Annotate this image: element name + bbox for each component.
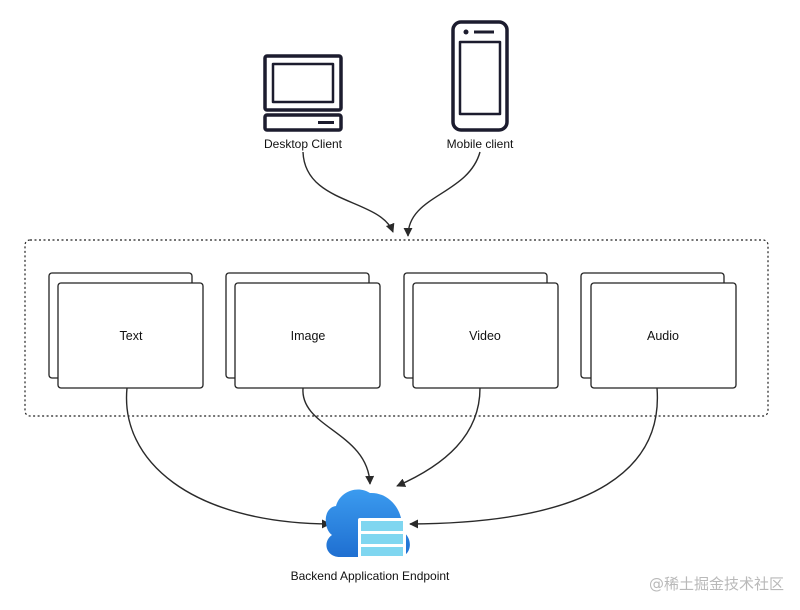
desktop-client-label: Desktop Client	[263, 137, 343, 151]
desktop-computer-icon	[263, 54, 343, 132]
card-stack-audio	[580, 272, 737, 389]
card-stack-video	[403, 272, 559, 389]
cloud-server-icon	[325, 489, 410, 559]
content-types-container	[24, 239, 769, 417]
connector-mobile-to-group	[403, 151, 481, 237]
card-stack-image	[225, 272, 381, 389]
connector-video-to-endpoint	[396, 387, 481, 487]
card-label-text: Text	[119, 329, 143, 343]
connector-text-to-endpoint	[125, 387, 331, 529]
mobile-client-label: Mobile client	[446, 137, 514, 151]
card-stack-text	[48, 272, 204, 389]
connector-audio-to-endpoint	[409, 387, 659, 529]
card-label-image: Image	[290, 329, 326, 343]
mobile-phone-icon	[451, 20, 509, 132]
card-label-audio: Audio	[647, 329, 679, 343]
connector-desktop-to-group	[302, 151, 395, 233]
watermark: @稀土掘金技术社区	[648, 575, 784, 593]
connector-image-to-endpoint	[302, 387, 375, 485]
endpoint-label: Backend Application Endpoint	[290, 569, 450, 583]
card-label-video: Video	[469, 329, 501, 343]
